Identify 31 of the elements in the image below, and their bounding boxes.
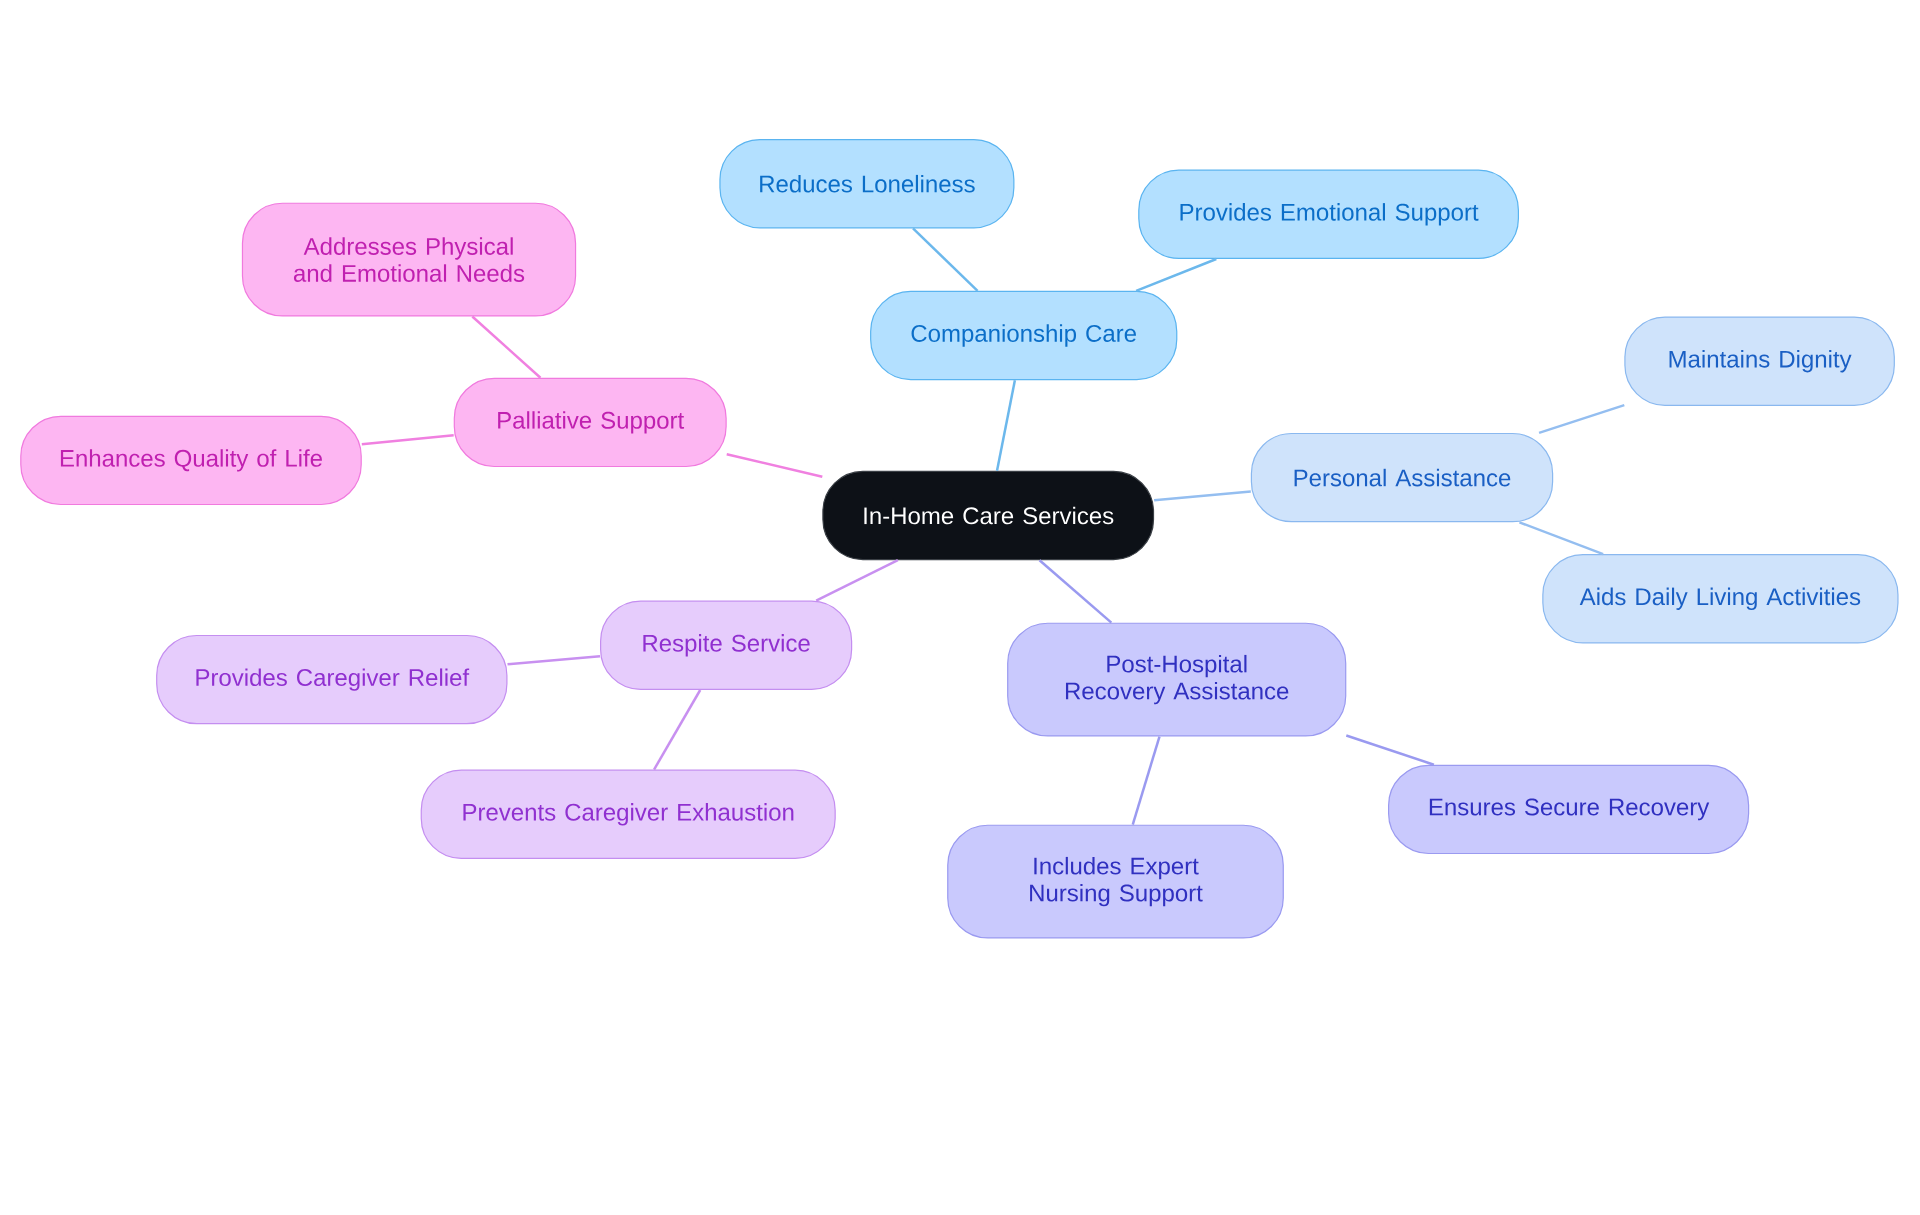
topic-box: Enhances Quality of Life	[20, 415, 362, 506]
topic-box: Aids Daily Living Activities	[1542, 554, 1899, 644]
connector-line	[815, 559, 899, 602]
topic-box: Personal Assistance	[1250, 432, 1554, 523]
connector-line	[1154, 490, 1251, 502]
connector-line	[361, 434, 454, 446]
topic-box: Includes Expert Nursing Support	[947, 824, 1284, 939]
connector-line	[1135, 257, 1217, 292]
connector-line	[652, 689, 702, 771]
topic-box: Companionship Care	[870, 290, 1178, 381]
connector-line	[471, 315, 542, 379]
topic-box: Addresses Physical and Emotional Needs	[241, 202, 577, 317]
connector-line	[726, 453, 823, 478]
connector-line	[507, 655, 601, 666]
connector-line	[1519, 521, 1604, 556]
connector-line	[912, 227, 979, 292]
topic-box: Provides Caregiver Relief	[156, 634, 508, 725]
connector-line	[995, 379, 1017, 472]
topic-box: Provides Emotional Support	[1138, 169, 1519, 259]
connector-line	[1038, 559, 1113, 624]
topic-box: Respite Service	[600, 600, 853, 690]
topic-box: Post-Hospital Recovery Assistance	[1007, 622, 1347, 737]
topic-box: Reduces Loneliness	[719, 139, 1015, 229]
connector-line	[1538, 404, 1625, 435]
topic-box: Palliative Support	[453, 377, 727, 468]
root-box: In-Home Care Services	[822, 470, 1155, 561]
topic-box: Maintains Dignity	[1624, 316, 1895, 406]
connector-line	[1345, 734, 1435, 766]
connector-line	[1131, 736, 1161, 825]
topic-box: Prevents Caregiver Exhaustion	[420, 769, 836, 859]
topic-box: Ensures Secure Recovery	[1388, 764, 1750, 855]
